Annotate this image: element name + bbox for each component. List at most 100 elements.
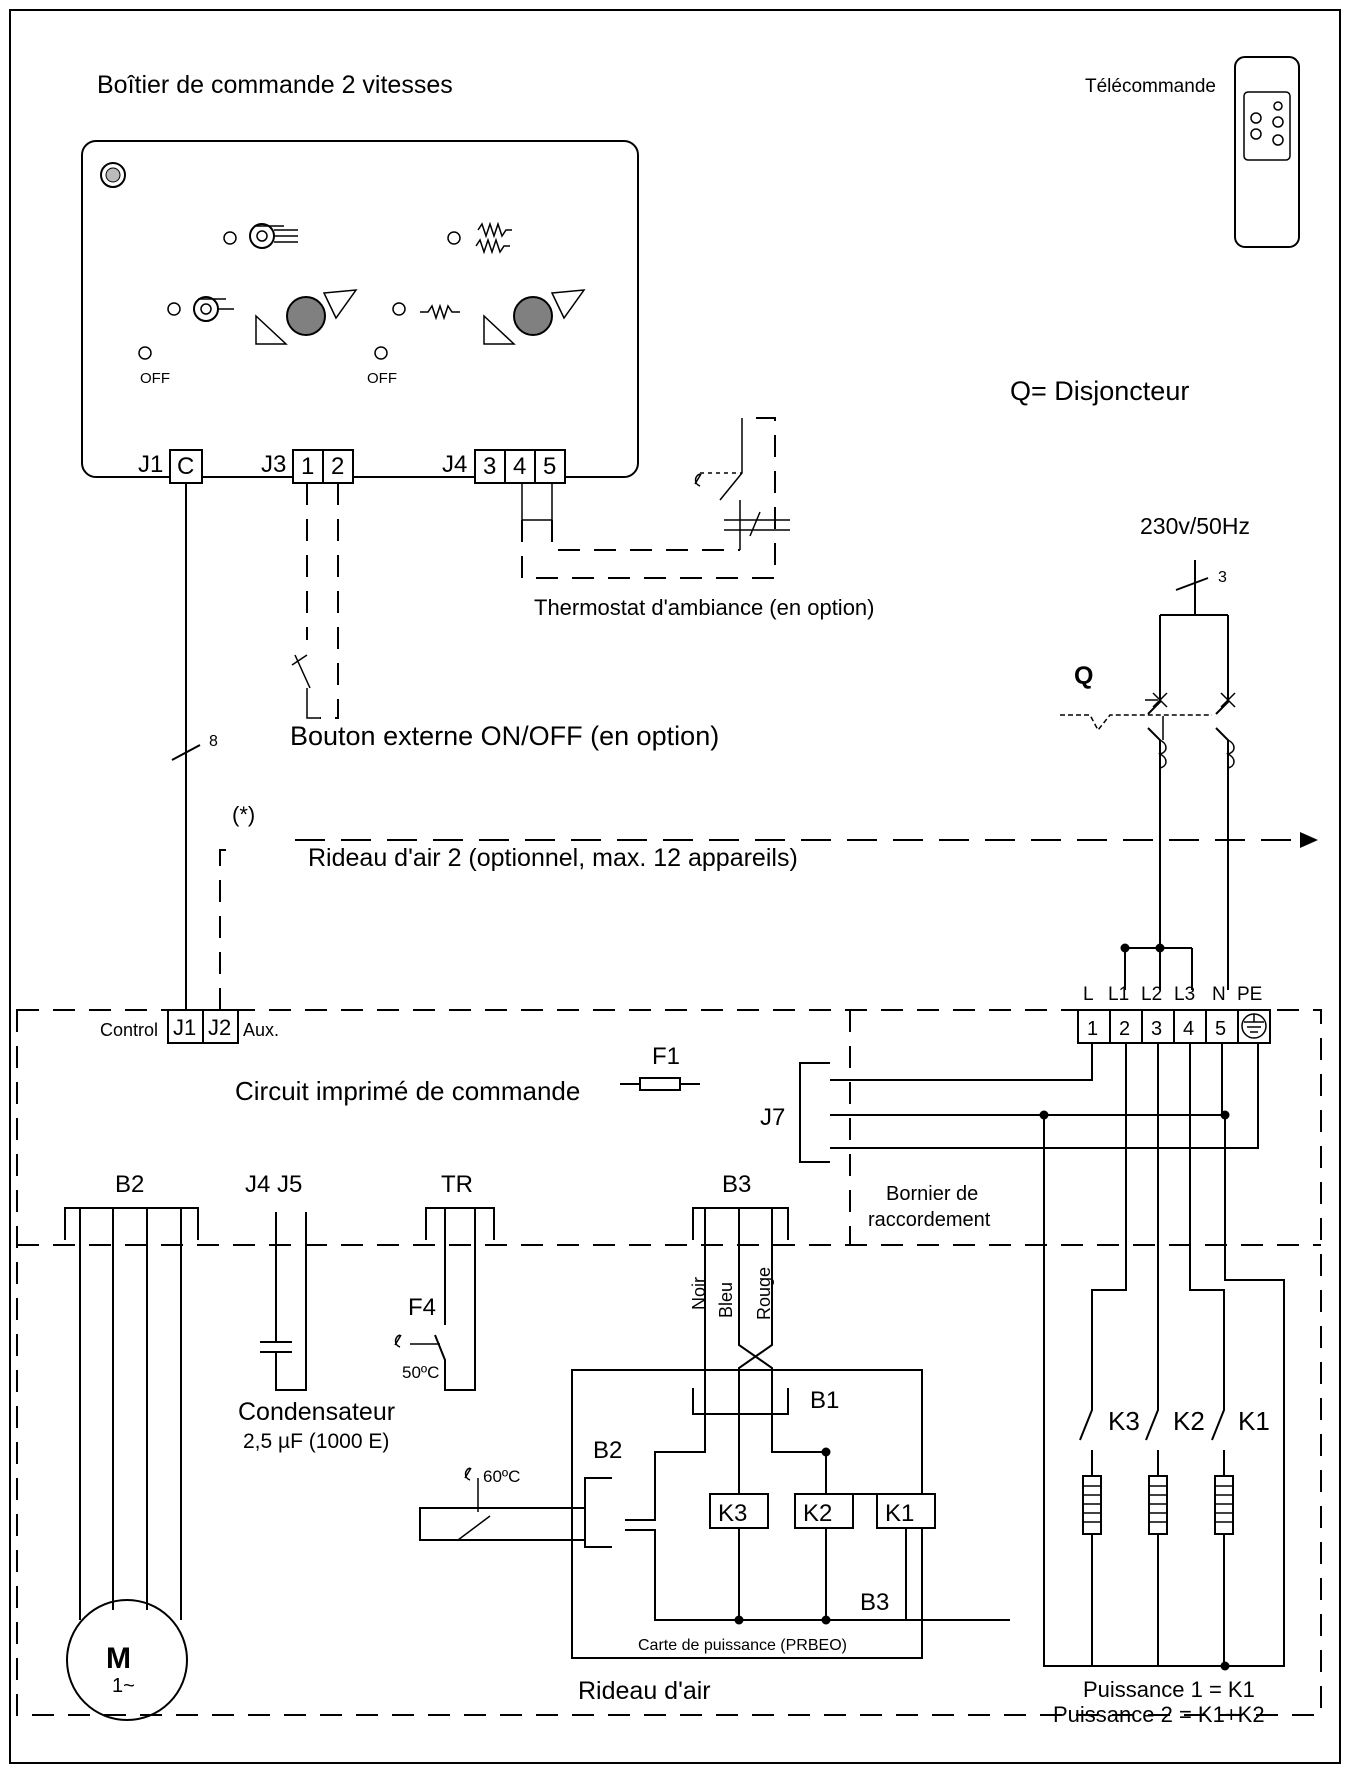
control-box-title: Boîtier de commande 2 vitesses <box>97 71 453 99</box>
terminal-block-label-1: Bornier de <box>886 1183 978 1205</box>
safety-thermostat-60c: 60ºC <box>419 1467 585 1541</box>
thermal-fuse-f4: F4 50ºC <box>394 1294 440 1382</box>
svg-text:5: 5 <box>1215 1018 1226 1040</box>
svg-text:C: C <box>177 453 194 480</box>
connector-b2-card: B2 <box>584 1437 1010 1621</box>
air-curtain-enclosure <box>16 1009 1322 1716</box>
svg-text:L1: L1 <box>1108 984 1129 1005</box>
fan-selector-knob <box>255 289 358 345</box>
svg-text:TR: TR <box>441 1171 473 1198</box>
transformer-tr: TR <box>425 1171 495 1391</box>
svg-text:2: 2 <box>331 453 344 480</box>
svg-text:2,5 µF (1000 E): 2,5 µF (1000 E) <box>243 1430 389 1453</box>
off-indicator-1: OFF <box>138 346 170 387</box>
motor-icon: M 1~ <box>66 1599 188 1721</box>
control-box <box>81 140 639 478</box>
heater-level-1-indicator <box>392 302 460 321</box>
connector-b1: B1 <box>692 1387 839 1415</box>
svg-text:L3: L3 <box>1174 984 1195 1005</box>
svg-text:M: M <box>106 1642 131 1675</box>
room-thermostat: Thermostat d'ambiance (en option) <box>521 417 874 620</box>
earth-icon <box>1241 1013 1267 1039</box>
capacitor: J4 J5 Condensateur 2,5 µF (1000 E) <box>238 1171 395 1453</box>
svg-text:Bleu: Bleu <box>716 1282 736 1318</box>
heater-selector-knob <box>483 289 586 345</box>
power-card-b3: B3 <box>860 1589 889 1616</box>
control-box-led-icon <box>100 162 126 188</box>
svg-text:B1: B1 <box>810 1387 839 1414</box>
svg-text:L: L <box>1083 984 1094 1005</box>
svg-text:OFF: OFF <box>367 370 397 387</box>
svg-text:Aux.: Aux. <box>243 1020 279 1040</box>
supply-label: 230v/50Hz <box>1140 513 1250 539</box>
connector-j1-c: J1 C <box>138 449 203 484</box>
svg-text:Rouge: Rouge <box>754 1267 774 1320</box>
remote-label: Télécommande <box>1085 76 1216 97</box>
svg-text:K3: K3 <box>718 1500 747 1527</box>
external-onoff-button: Bouton externe ON/OFF (en option) <box>290 483 719 751</box>
connector-j7: J7 <box>760 1038 1259 1163</box>
svg-text:B2: B2 <box>593 1437 622 1464</box>
aux-cable <box>219 849 240 1010</box>
svg-text:Condensateur: Condensateur <box>238 1398 395 1426</box>
svg-text:Control: Control <box>100 1020 158 1040</box>
svg-text:Bouton externe ON/OFF (en opti: Bouton externe ON/OFF (en option) <box>290 721 719 751</box>
svg-text:3: 3 <box>1151 1018 1162 1040</box>
supply-breaker <box>1060 560 1236 990</box>
svg-text:J7: J7 <box>760 1104 785 1131</box>
svg-text:J4 J5: J4 J5 <box>245 1171 302 1198</box>
heater-level-2-indicator <box>447 221 512 255</box>
svg-text:1: 1 <box>301 453 314 480</box>
svg-text:50ºC: 50ºC <box>402 1363 439 1382</box>
svg-text:J1: J1 <box>138 451 163 478</box>
svg-text:N: N <box>1212 984 1226 1005</box>
svg-text:OFF: OFF <box>140 370 170 387</box>
off-indicator-2: OFF <box>367 346 397 387</box>
svg-text:K1: K1 <box>1238 1406 1270 1436</box>
connector-j4: J4 3 4 5 <box>442 449 566 484</box>
svg-text:1: 1 <box>1087 1018 1098 1040</box>
svg-text:J4: J4 <box>442 451 467 478</box>
svg-text:B3: B3 <box>722 1171 751 1198</box>
aux-note: (*) <box>232 802 255 827</box>
svg-text:3: 3 <box>483 453 496 480</box>
svg-text:F4: F4 <box>408 1294 436 1321</box>
heater-coil-icon <box>420 303 460 321</box>
svg-text:K1: K1 <box>885 1500 914 1527</box>
pcb-label: Circuit imprimé de commande <box>235 1076 580 1106</box>
air-curtain-label: Rideau d'air <box>578 1677 711 1705</box>
svg-text:PE: PE <box>1237 984 1262 1005</box>
power-1-label: Puissance 1 = K1 <box>1083 1677 1255 1702</box>
svg-text:60ºC: 60ºC <box>483 1467 520 1486</box>
fan-speed-1-indicator <box>167 296 234 322</box>
svg-text:F1: F1 <box>652 1043 680 1070</box>
relay-coils: K3 K2 K1 <box>709 1493 936 1620</box>
svg-text:J3: J3 <box>261 451 286 478</box>
svg-text:5: 5 <box>543 453 556 480</box>
power-2-label: Puissance 2 = K1+K2 <box>1053 1702 1265 1727</box>
svg-text:B2: B2 <box>115 1171 144 1198</box>
supply-wire-count: 3 <box>1218 569 1227 586</box>
svg-text:L2: L2 <box>1141 984 1162 1005</box>
connector-b3: B3 Noir Bleu Rouge <box>654 1171 906 1495</box>
heater-coil-icon <box>475 221 512 255</box>
power-card-label: Carte de puissance (PRBEO) <box>638 1637 847 1654</box>
fan-icon <box>249 223 275 249</box>
curtain-2-label: Rideau d'air 2 (optionnel, max. 12 appar… <box>308 844 798 872</box>
pcb-connectors: Control J1 J2 Aux. <box>100 1009 279 1044</box>
fan-speed-2-indicator <box>223 223 298 249</box>
breaker-label: Q <box>1074 662 1093 690</box>
remote-control-icon <box>1234 56 1300 248</box>
svg-text:4: 4 <box>1183 1018 1194 1040</box>
svg-text:J2: J2 <box>208 1015 231 1040</box>
svg-text:Noir: Noir <box>689 1277 709 1310</box>
svg-text:K2: K2 <box>1173 1406 1205 1436</box>
svg-text:Thermostat d'ambiance (en opti: Thermostat d'ambiance (en option) <box>534 595 874 620</box>
svg-text:1~: 1~ <box>112 1675 135 1697</box>
svg-text:K3: K3 <box>1108 1406 1140 1436</box>
fan-icon <box>193 296 219 322</box>
svg-text:4: 4 <box>513 453 526 480</box>
svg-text:2: 2 <box>1119 1018 1130 1040</box>
